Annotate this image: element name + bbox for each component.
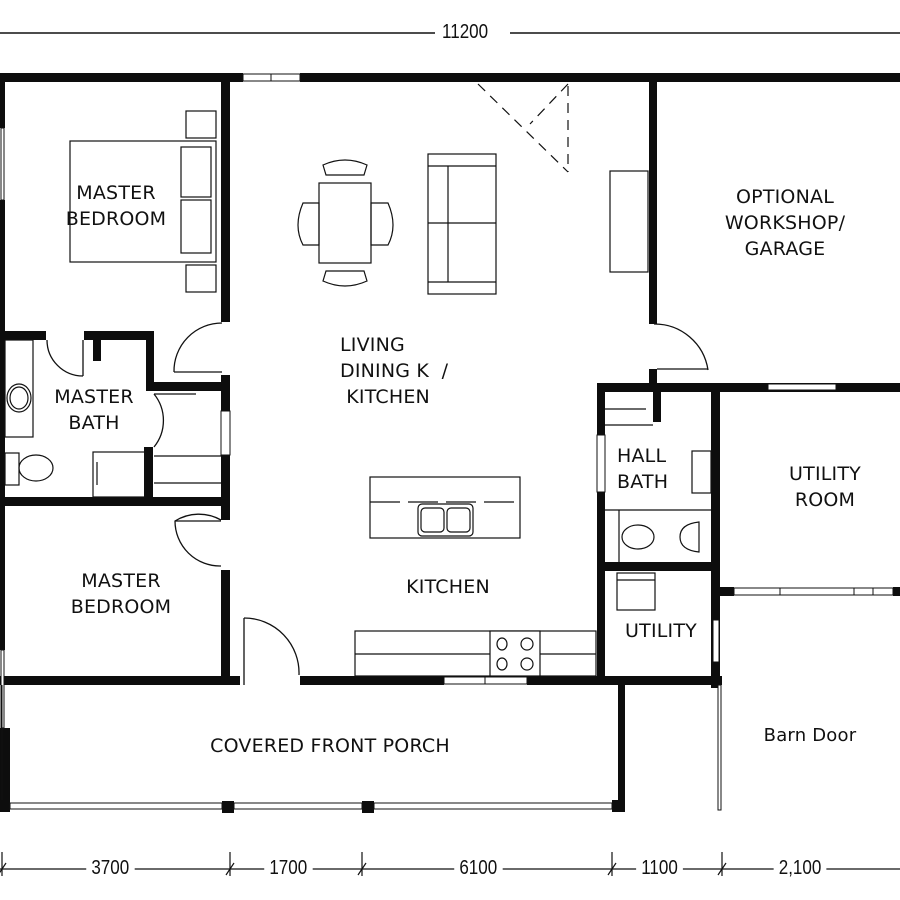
overall-width-dimension: 11200 <box>436 21 494 43</box>
label-barn-door: Barn Door <box>763 725 857 746</box>
room-label-optional-workshop-garage: OPTIONAL WORKSHOP/ GARAGE <box>724 186 846 260</box>
room-label-master-bath: MASTER BATH <box>54 386 134 434</box>
bottom-dimension-line <box>0 852 900 876</box>
dimension-segment-1: 3700 <box>86 857 135 879</box>
walls <box>0 73 900 813</box>
room-label-kitchen: KITCHEN <box>406 576 490 598</box>
room-label-utility: UTILITY <box>625 620 697 642</box>
room-label-master-bedroom-2: MASTER BEDROOM <box>70 570 172 618</box>
door-swings <box>46 322 709 685</box>
room-label-covered-front-porch: COVERED FRONT PORCH <box>210 735 450 757</box>
room-label-utility-room: UTILITY ROOM <box>789 463 861 511</box>
dimension-segment-5: 2,100 <box>773 857 827 879</box>
room-label-master-bedroom-1: MASTER BEDROOM <box>65 182 167 230</box>
dimension-segment-2: 1700 <box>264 857 313 879</box>
dimension-segment-4: 1100 <box>636 857 683 879</box>
furniture <box>4 83 712 677</box>
windows <box>0 73 894 811</box>
dimension-segment-3: 6100 <box>454 857 503 879</box>
room-label-living-dining-kitchen: LIVING DINING K / KITCHEN <box>340 334 449 408</box>
room-label-hall-bath: HALL BATH <box>617 445 669 493</box>
